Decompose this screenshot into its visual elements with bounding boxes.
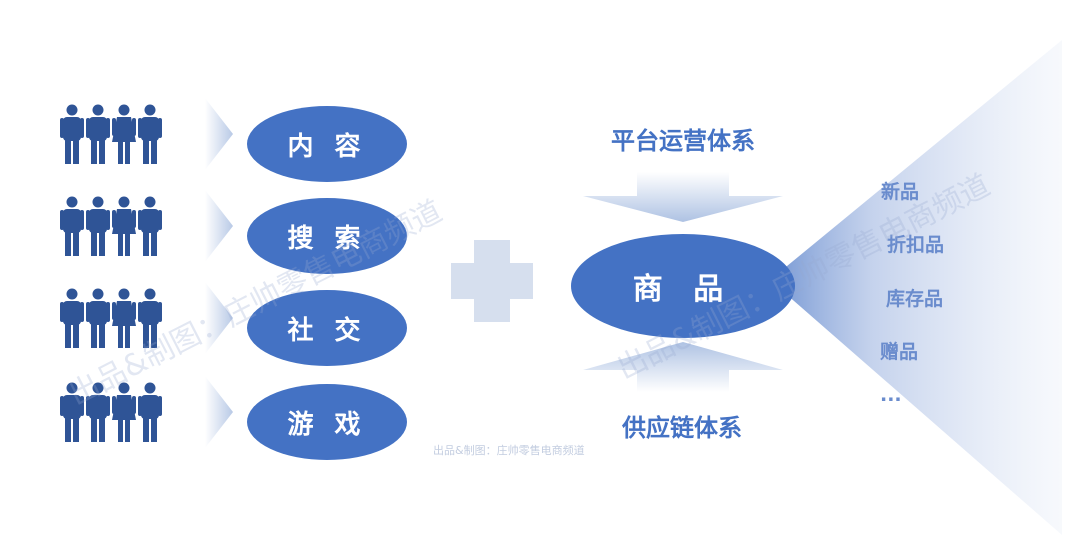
up-arrow-icon [583, 342, 783, 392]
right-arrow-icon [205, 282, 233, 354]
watermark-small: 出品&制图：庄帅零售电商频道 [433, 444, 585, 457]
platform-operation-label: 平台运营体系 [611, 127, 755, 155]
product-center: 商 品 [571, 234, 795, 338]
right-arrow-icon [205, 190, 233, 262]
right-arrow-icon [205, 98, 233, 170]
product-item: 新品 [881, 181, 920, 203]
channel-game: 游 戏 [247, 384, 407, 460]
product-item: 折扣品 [887, 234, 945, 256]
plus-icon-bar [451, 263, 533, 299]
supply-chain-label: 供应链体系 [622, 414, 742, 442]
product-item: ... [880, 384, 902, 406]
channel-search: 搜 索 [247, 198, 407, 274]
product-item: 赠品 [880, 341, 919, 363]
down-arrow-icon [583, 172, 783, 222]
right-arrow-icon [205, 376, 233, 448]
channel-social: 社 交 [247, 290, 407, 366]
channel-content: 内 容 [247, 106, 407, 182]
product-item: 库存品 [886, 288, 944, 310]
